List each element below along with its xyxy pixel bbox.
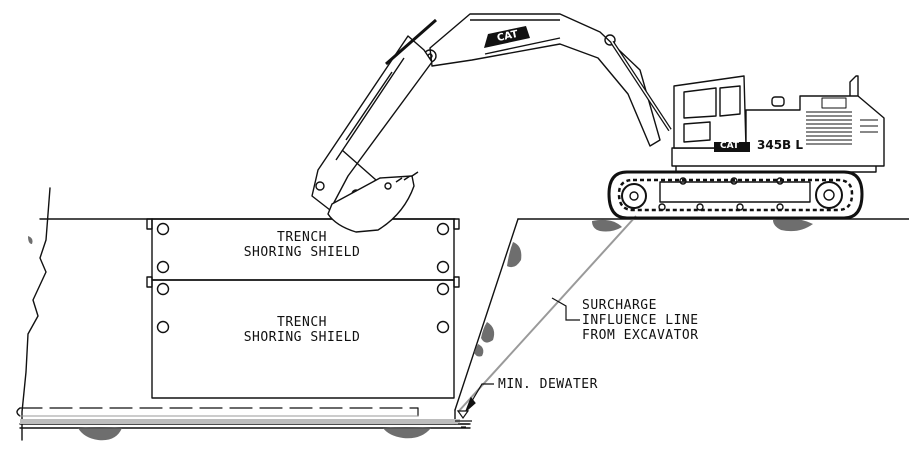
surcharge-line1: SURCHARGE — [582, 298, 657, 313]
boom-rib — [484, 37, 561, 55]
shield-tab — [453, 218, 460, 230]
excavator — [311, 13, 885, 233]
surcharge-label: SURCHARGE INFLUENCE LINE FROM EXCAVATOR — [582, 298, 699, 343]
shield-upper-label: TRENCH SHORING SHIELD — [232, 230, 372, 260]
surcharge-influence-line — [457, 215, 637, 413]
shield-bolt — [156, 282, 170, 296]
water-level-icon — [455, 410, 472, 428]
excavator-boom — [429, 13, 661, 147]
shield-tab — [146, 218, 153, 230]
shield-bolt — [156, 222, 170, 236]
shield-upper-line2: SHORING SHIELD — [243, 245, 361, 260]
dewater-band — [20, 419, 460, 424]
excavator-model: 345B L — [757, 138, 804, 152]
surcharge-leader — [551, 297, 580, 321]
surcharge-line3: FROM EXCAVATOR — [582, 328, 699, 343]
shield-tab — [453, 276, 460, 288]
stick-rib — [335, 57, 405, 161]
left-break-line — [21, 187, 51, 441]
boom-pin — [604, 34, 616, 46]
exhaust-stack — [849, 75, 859, 96]
trench-slope-wall — [454, 218, 519, 411]
cat-logo-boom — [484, 26, 530, 48]
shield-lower-line2: SHORING SHIELD — [243, 330, 361, 345]
shield-lower-line1: TRENCH — [277, 315, 327, 330]
cat-logo-body — [714, 142, 750, 152]
cat-brand-body: CAT — [720, 141, 740, 151]
stick-rib — [345, 71, 393, 141]
excavator-bucket — [327, 175, 415, 233]
excavator-track — [607, 170, 864, 220]
shield-bolt — [436, 260, 450, 274]
dewater-leader-arrow — [465, 396, 476, 412]
dewater-label: MIN. DEWATER — [498, 377, 598, 392]
surcharge-line2: INFLUENCE LINE — [582, 313, 699, 328]
dewater-pipe-end — [16, 407, 21, 417]
excavator-swing — [675, 166, 877, 173]
cab-window — [683, 87, 717, 119]
soil-hatching — [28, 218, 813, 441]
shoring-shield-lower — [151, 279, 455, 399]
cab-door-window — [683, 121, 711, 143]
cab-roof-light — [771, 96, 785, 107]
stick-pin — [315, 181, 325, 191]
engine-grille — [806, 97, 878, 145]
shield-bolt — [156, 320, 170, 334]
shield-tab — [146, 276, 153, 288]
shield-bolt — [156, 260, 170, 274]
boom-cylinder-rod — [611, 41, 671, 131]
cab-window — [719, 85, 741, 117]
shield-bolt — [436, 320, 450, 334]
shield-upper-line1: TRENCH — [277, 230, 327, 245]
shield-bolt — [436, 282, 450, 296]
shield-lower-label: TRENCH SHORING SHIELD — [232, 315, 372, 345]
bucket-teeth — [395, 171, 419, 183]
shield-bolt — [436, 222, 450, 236]
bucket-pin — [384, 182, 392, 190]
stick-cylinder — [385, 18, 437, 66]
